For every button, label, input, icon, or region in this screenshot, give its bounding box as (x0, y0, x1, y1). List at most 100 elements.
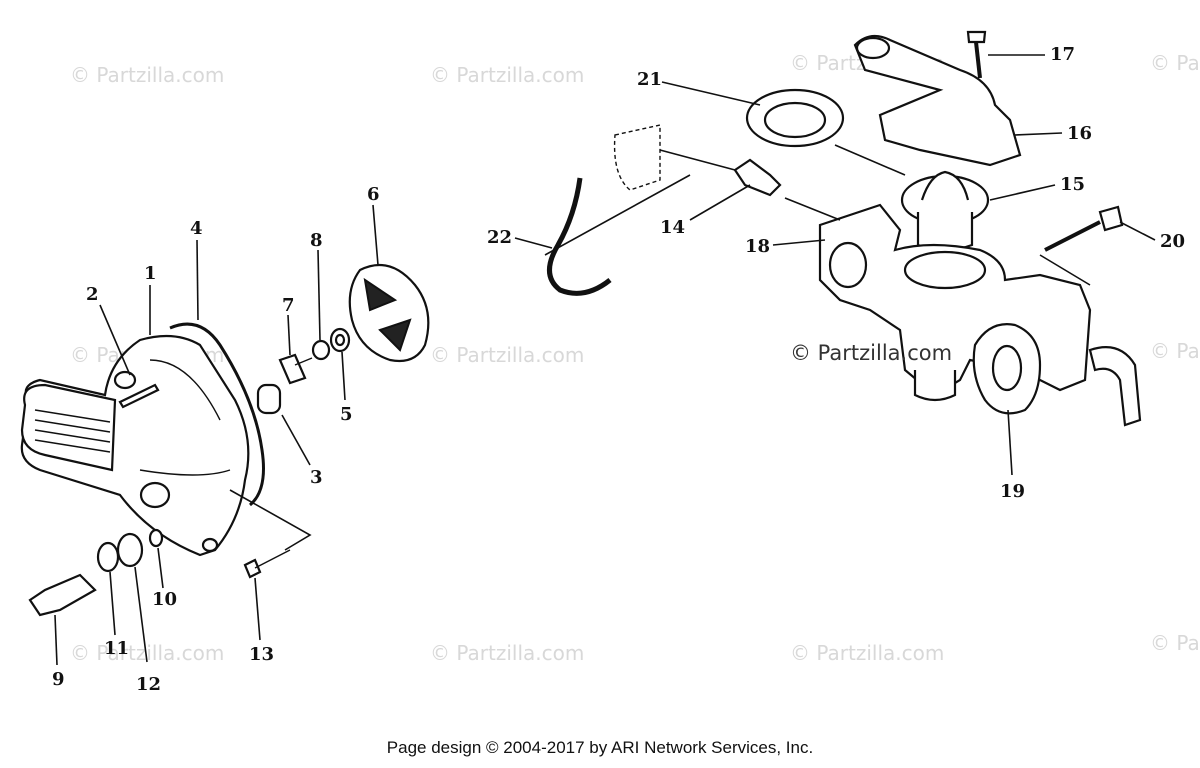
bolt-20 (1098, 205, 1124, 232)
leader-20 (1119, 221, 1156, 241)
callout-1: 1 (144, 263, 157, 284)
bolt-7 (278, 353, 307, 385)
washer-12 (116, 532, 144, 568)
housing-outlet-pipe (1088, 346, 1142, 427)
water-pump-assembly (20, 263, 430, 617)
bolt-7-shaft (294, 357, 313, 366)
oil-seal-21-inner (763, 101, 827, 139)
center-watermark: © Partzilla.com (790, 341, 952, 365)
callout-3: 3 (310, 467, 323, 488)
pump-housing (20, 334, 250, 557)
callout-17: 17 (1050, 44, 1075, 65)
leader-19 (1007, 409, 1013, 476)
pipe-shading (34, 409, 111, 453)
screw-2 (118, 383, 160, 409)
watermark: © Partzilla.com (70, 63, 224, 87)
callout-4: 4 (190, 218, 203, 239)
leader-4 (196, 239, 199, 321)
watermark: © Partzilla.com (1150, 51, 1200, 75)
watermark: © Partzilla.com (430, 63, 584, 87)
callout-14: 14 (660, 217, 685, 238)
washer-11 (96, 541, 120, 573)
bolt-17-shaft (974, 41, 982, 79)
impeller-vanes (363, 277, 412, 352)
leader-15 (989, 184, 1056, 201)
bolt-17 (966, 30, 987, 44)
callout-20: 20 (1160, 231, 1185, 252)
drain-plug (28, 573, 97, 617)
leader-5 (341, 351, 346, 401)
callout-8: 8 (310, 230, 323, 251)
callout-7: 7 (282, 295, 295, 316)
housing-bottom-nipple (913, 370, 957, 402)
callout-9: 9 (52, 669, 65, 690)
leader-12 (134, 566, 148, 663)
callout-labels: 1 2 3 4 5 6 7 8 9 10 11 12 13 14 15 16 1… (52, 44, 1185, 695)
callout-2: 2 (86, 284, 99, 305)
watermark: © Partzilla.com (430, 641, 584, 665)
leader-9 (54, 614, 58, 666)
thermostat-cover (853, 34, 1022, 167)
assembly-line (544, 174, 691, 256)
leader-11 (109, 571, 116, 636)
callout-15: 15 (1060, 174, 1085, 195)
watermark: © Partzilla.com (1150, 631, 1200, 655)
callout-22: 22 (487, 227, 512, 248)
housing-outlet (139, 481, 171, 509)
housing-lug (201, 537, 219, 553)
housing-side-port (828, 241, 868, 289)
assembly-line (659, 149, 736, 171)
bolt-20-shaft (1044, 220, 1101, 252)
screw-13 (243, 558, 262, 579)
oil-seal (256, 383, 282, 415)
leader-16 (1014, 132, 1063, 136)
leader-22 (514, 237, 553, 249)
watermark: © Partzilla.com (1150, 339, 1200, 363)
sensor-bracket (613, 124, 661, 191)
leader-13 (254, 577, 261, 641)
housing-bore (903, 250, 987, 290)
watermark: © Partzilla.com (790, 641, 944, 665)
leader-18 (772, 239, 826, 246)
leader-7 (287, 314, 291, 356)
leader-14 (689, 184, 751, 221)
leader-10 (157, 547, 164, 589)
leader-21 (661, 81, 761, 106)
housing-detail (139, 359, 231, 476)
impeller (348, 263, 430, 363)
assembly-line (834, 144, 906, 176)
leader-3 (281, 414, 311, 466)
callout-5: 5 (340, 404, 353, 425)
leader-8 (317, 249, 321, 341)
housing-boss (113, 370, 137, 390)
leader-6 (372, 204, 379, 266)
thermostat-dome (920, 170, 970, 201)
assembly-line (1039, 254, 1091, 286)
leader-lines (54, 54, 1156, 666)
callout-19: 19 (1000, 481, 1025, 502)
watermark: © Partzilla.com (430, 343, 584, 367)
washer-5-hole (334, 333, 346, 347)
assembly-line (229, 489, 312, 551)
washer-10 (148, 528, 164, 548)
callout-18: 18 (745, 236, 770, 257)
callout-6: 6 (367, 184, 380, 205)
pump-gasket (169, 322, 265, 507)
callout-21: 21 (637, 69, 662, 90)
callout-12: 12 (136, 674, 161, 695)
temperature-sensor (733, 158, 782, 197)
callout-13: 13 (249, 644, 274, 665)
gasket-19-hole (991, 344, 1023, 392)
leader-2 (99, 304, 131, 376)
callout-10: 10 (152, 589, 177, 610)
thermostat-housing-assembly (544, 30, 1142, 427)
cover-neck (855, 36, 891, 60)
footer-credit: Page design © 2004-2017 by ARI Network S… (386, 738, 814, 757)
wire-lead (547, 177, 612, 296)
callout-16: 16 (1067, 123, 1092, 144)
washer-8 (311, 339, 331, 361)
callout-11: 11 (104, 638, 129, 659)
assembly-line (784, 197, 841, 221)
screw-13-shaft (254, 549, 291, 569)
